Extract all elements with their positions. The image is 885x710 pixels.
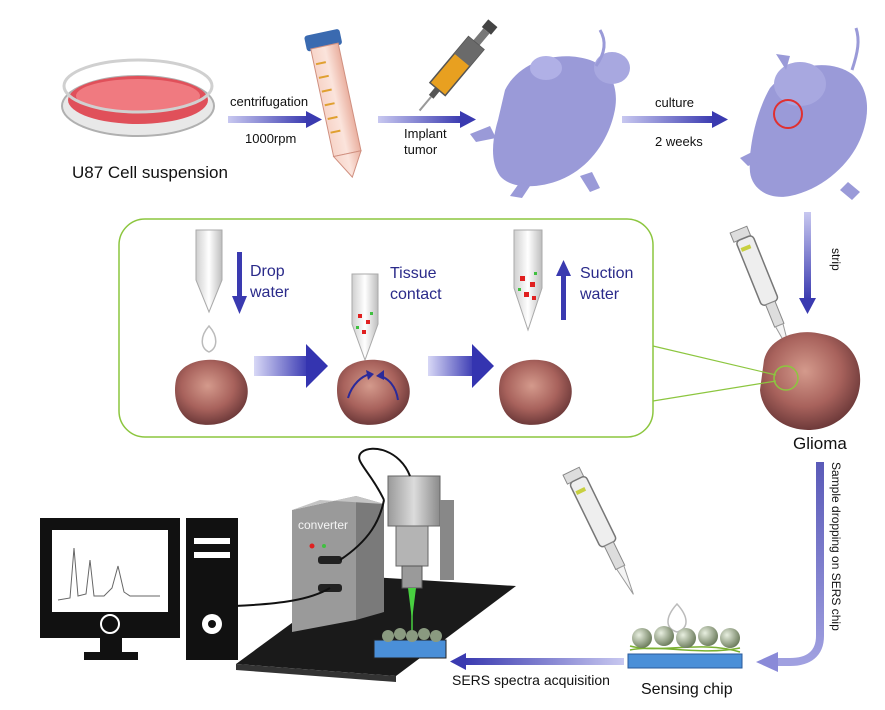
- arrow-acquisition: [450, 653, 624, 670]
- implant-label: Implant: [404, 126, 447, 141]
- glioma-label: Glioma: [793, 434, 847, 453]
- rpm-label: 1000rpm: [245, 131, 296, 146]
- arrow-implant: [378, 111, 476, 128]
- converter-label: converter: [298, 518, 348, 532]
- cell-suspension-label: U87 Cell suspension: [72, 163, 228, 182]
- acquisition-label: SERS spectra acquisition: [452, 672, 610, 688]
- glioma-tissue-icon: [760, 332, 861, 430]
- drop-water-label: water: [249, 284, 290, 301]
- syringe-icon: [418, 19, 498, 112]
- computer-icon: [40, 518, 238, 660]
- culture-label: culture: [655, 95, 694, 110]
- arrow-culture: [622, 111, 728, 128]
- arrow-sample-dropping: [756, 462, 824, 672]
- sample-dropping-label: Sample dropping on SERS chip: [829, 462, 843, 631]
- pipette-tip-suction-icon: [513, 229, 543, 332]
- tissue-sample-1-icon: [174, 359, 248, 425]
- tissue-sampling-panel: Drop water Tissue contact: [118, 218, 777, 438]
- tumor-marker-icon: [773, 99, 803, 129]
- big-arrow-1-icon: [254, 344, 328, 388]
- strip-label: strip: [829, 248, 843, 271]
- mouse-implanted-icon: [470, 29, 630, 198]
- raman-instrument-icon: [233, 447, 516, 682]
- centrifugation-label: centrifugation: [230, 94, 308, 109]
- suction-water-label: water: [579, 286, 620, 303]
- mouse-tumor-icon: [740, 27, 868, 200]
- contact-label: contact: [390, 286, 442, 303]
- drop-label: Drop: [250, 263, 285, 280]
- pipette-tip-drop-icon: [195, 229, 223, 353]
- tissue-label: Tissue: [390, 265, 437, 282]
- weeks-label: 2 weeks: [655, 134, 703, 149]
- arrow-drop-down-icon: [232, 252, 247, 314]
- pipette-tip-contact-icon: [351, 273, 379, 362]
- spectrum-graph-icon: [57, 547, 160, 601]
- sensing-chip-label: Sensing chip: [641, 681, 733, 698]
- tissue-sample-2-icon: [336, 359, 410, 425]
- sensing-chip-icon: [627, 626, 743, 669]
- suction-label: Suction: [580, 265, 633, 282]
- tumor-label: tumor: [404, 142, 438, 157]
- arrow-strip: [799, 212, 816, 314]
- arrow-suction-up-icon: [556, 260, 571, 320]
- pipette-chip-icon: [562, 466, 634, 595]
- droplet-icon: [667, 602, 687, 633]
- centrifuge-tube-icon: [304, 29, 362, 179]
- big-arrow-2-icon: [428, 344, 494, 388]
- arrow-centrifugation: [228, 111, 322, 128]
- petri-dish-icon: [61, 58, 215, 137]
- tissue-sample-3-icon: [498, 359, 572, 425]
